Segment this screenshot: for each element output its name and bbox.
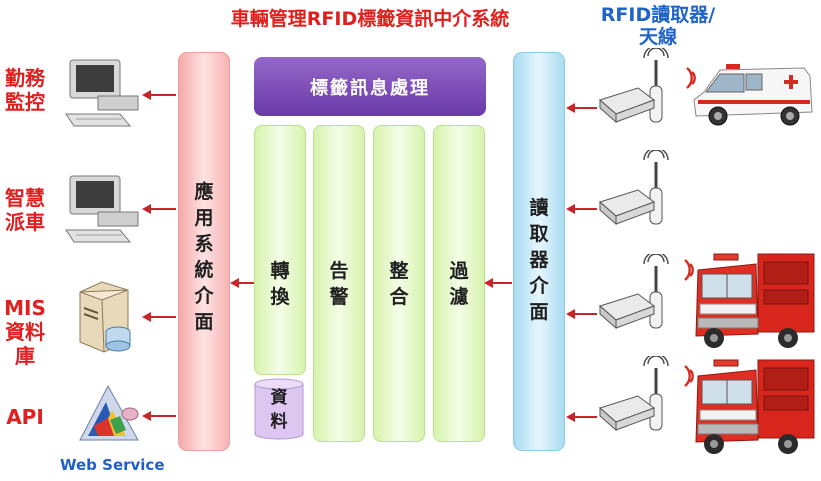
rfid-reader-icon xyxy=(599,150,669,226)
module-convert: 轉換 xyxy=(254,125,306,375)
arrow-head-icon xyxy=(566,103,575,113)
client-label-duty-monitoring: 勤務監控 xyxy=(5,66,45,114)
arrow-head-icon xyxy=(566,204,575,214)
fire-truck-icon xyxy=(684,253,815,348)
fire-truck-icon xyxy=(684,359,815,454)
rfid-reader-icon xyxy=(599,254,669,330)
arrow-head-icon xyxy=(142,90,151,100)
arrow-to-duty-monitoring xyxy=(148,94,176,96)
arrow-head-icon xyxy=(484,278,493,288)
arrow-head-icon xyxy=(566,309,575,319)
arrow-head-icon xyxy=(142,411,151,421)
rfid-reader-title: RFID讀取器/ 天線 xyxy=(593,4,723,48)
tag-message-processing: 標籤訊息處理 xyxy=(254,57,486,116)
module-integrate: 整合 xyxy=(373,125,425,442)
arrow-reader-1 xyxy=(575,107,597,109)
arrow-reader-3 xyxy=(575,313,597,315)
module-filter: 過濾 xyxy=(433,125,485,442)
computer-icon xyxy=(65,175,139,243)
reader-interface: 讀取器 介面 xyxy=(513,52,565,451)
arrow-head-icon xyxy=(142,312,151,322)
computer-icon xyxy=(65,59,139,127)
arrow-modules-to-app xyxy=(238,282,254,284)
arrow-head-icon xyxy=(230,278,239,288)
rfid-reader-icon xyxy=(599,48,669,124)
arrow-to-mis-database xyxy=(148,316,176,318)
arrow-head-icon xyxy=(566,412,575,422)
web-service-icon xyxy=(79,384,139,441)
diagram-title: 車輛管理RFID標籤資訊中介系統 xyxy=(230,8,510,30)
arrow-to-smart-dispatch xyxy=(148,208,176,210)
database-cylinder-icon xyxy=(254,378,304,440)
ambulance-icon xyxy=(686,64,813,126)
rfid-reader-icon xyxy=(599,356,669,432)
database-server-icon xyxy=(79,281,131,353)
arrow-to-api xyxy=(148,415,176,417)
arrow-head-icon xyxy=(142,204,151,214)
arrow-reader-to-filter xyxy=(492,282,512,284)
rfid-title-line-2: 天線 xyxy=(638,26,677,48)
client-label-smart-dispatch: 智慧派車 xyxy=(5,186,45,234)
arrow-reader-2 xyxy=(575,208,597,210)
application-system-interface: 應用系 統介面 xyxy=(178,52,230,451)
web-service-label: Web Service xyxy=(60,456,165,474)
module-alert: 告警 xyxy=(313,125,365,442)
data-store: 資料 xyxy=(254,378,304,440)
arrow-reader-4 xyxy=(575,416,597,418)
client-label-api: API xyxy=(6,405,44,429)
rfid-title-line-1: RFID讀取器/ xyxy=(600,4,716,26)
